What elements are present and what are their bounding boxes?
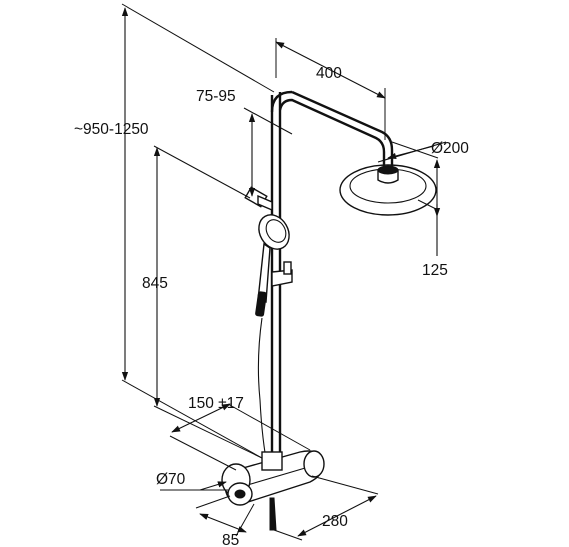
dimension-overall-height: ~950-1250	[74, 3, 275, 459]
dimension-arm-height: 75-95	[196, 88, 293, 197]
head-drop-label: 125	[422, 262, 448, 279]
valve-spacing-label: 150 ±17	[188, 395, 244, 412]
dimension-valve-spacing: 150 ±17	[169, 395, 311, 471]
dimension-control-depth: 85	[195, 495, 255, 547]
dimension-arm-length: 400	[275, 38, 386, 140]
dimension-head-drop: 125	[391, 141, 448, 279]
control-diameter-label: Ø70	[156, 471, 186, 488]
dimension-mixer-width: 280	[273, 475, 379, 541]
thermostatic-mixer	[221, 450, 325, 531]
hose	[257, 317, 269, 471]
control-depth-label: 85	[222, 532, 239, 547]
rail-height-label: 845	[142, 275, 168, 292]
overhead-arm	[278, 90, 394, 160]
arm-height-label: 75-95	[196, 88, 236, 105]
dimension-head-diameter: Ø200	[377, 140, 469, 163]
head-diameter-label: Ø200	[431, 140, 469, 157]
hand-shower	[255, 214, 293, 317]
slider-bracket	[244, 186, 273, 212]
mixer-width-label: 280	[322, 513, 348, 530]
overhead-shower-head	[339, 160, 437, 216]
dimension-control-diameter: Ø70	[156, 471, 228, 491]
overall-height-label: ~950-1250	[74, 121, 149, 138]
arm-length-label: 400	[316, 65, 342, 82]
